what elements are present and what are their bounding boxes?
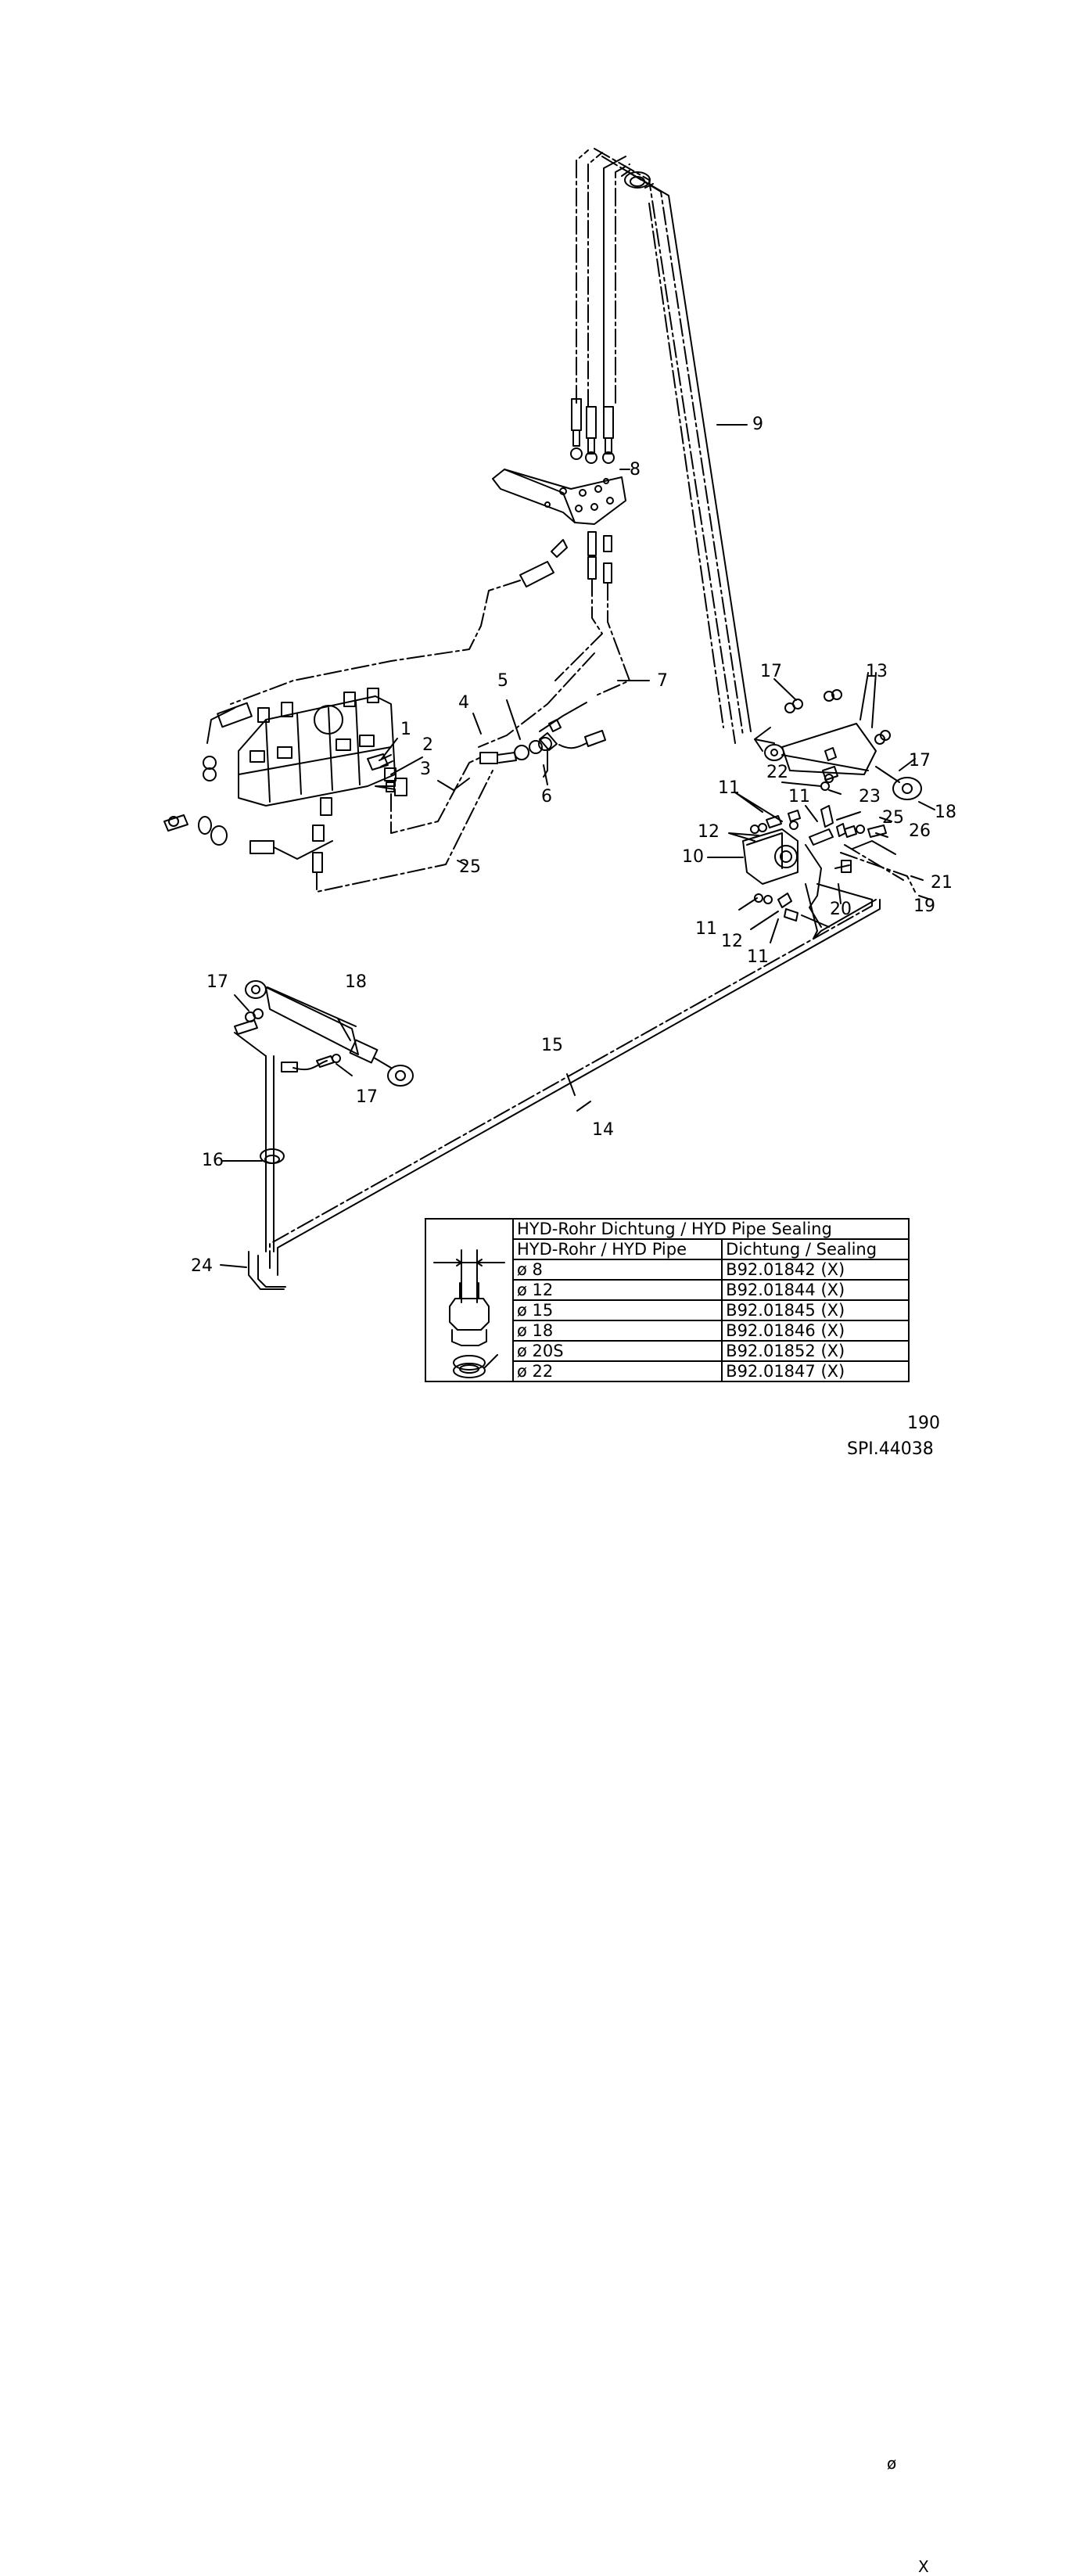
callout-11-d: 11 [747,947,769,967]
seal-cell: B92.01842 (X) [721,1259,910,1281]
callout-24: 24 [191,1256,213,1276]
pipe-cell: ø 22 [511,1360,723,1382]
hydraulic-exploded-diagram [163,148,935,1378]
lower-fittings [230,531,630,748]
sealing-table-title: HYD-Rohr Dichtung / HYD Pipe Sealing [512,1218,910,1240]
callout-5: 5 [497,671,508,691]
diameter-symbol: ø [887,2454,897,2473]
table-row: ø 20S B92.01852 (X) [425,1340,910,1362]
callout-15: 15 [541,1036,563,1055]
callout-17-b: 17 [909,751,931,771]
col-header-pipe: HYD-Rohr / HYD Pipe [511,1238,723,1260]
callout-18-a: 18 [935,803,956,822]
drawing-id: SPI.44038 [847,1439,934,1459]
callout-26: 26 [909,821,931,841]
valve-assembly-10 [742,747,916,940]
callout-11-c: 11 [695,919,717,939]
hose-bundle-top [576,148,752,744]
table-row: ø 15 B92.01845 (X) [425,1299,910,1321]
callout-1: 1 [400,720,411,739]
sealing-picture-cell: ø X [425,1218,929,2575]
callout-12-b: 12 [721,932,743,951]
seal-cell: B92.01846 (X) [721,1320,910,1342]
callout-12-a: 12 [698,822,720,842]
callout-16: 16 [202,1151,224,1170]
callout-8: 8 [630,460,641,480]
callout-3: 3 [420,760,431,779]
pipe-cell: ø 8 [511,1259,723,1281]
table-row: ø 18 B92.01846 (X) [425,1320,910,1342]
callout-11-a: 11 [718,778,740,798]
pipe-cell: ø 15 [511,1299,723,1321]
callout-22: 22 [766,763,788,782]
pipe-cell: ø 20S [511,1340,723,1362]
pipe-cell: ø 12 [511,1279,723,1301]
upper-cylinder [754,689,922,800]
control-valve-block [163,688,407,873]
callout-13: 13 [866,662,888,681]
upper-fittings [570,398,615,464]
callout-20: 20 [830,900,852,919]
sealing-table-title-row: ø X HYD-Rohr Dichtung / HYD Pipe Sealing [425,1218,929,2575]
callout-2: 2 [422,735,433,755]
callout-11-b: 11 [788,787,810,807]
callout-25-a: 25 [459,857,481,877]
seal-cell: B92.01844 (X) [721,1279,910,1301]
sealing-table: ø X HYD-Rohr Dichtung / HYD Pipe Sealing… [425,1218,929,2575]
seal-cell: B92.01852 (X) [721,1340,910,1362]
middle-fittings [316,702,606,893]
callout-21: 21 [931,873,953,893]
callout-10: 10 [682,847,704,867]
callout-7: 7 [657,671,668,691]
table-row: ø 8 B92.01842 (X) [425,1259,910,1281]
page-number: 190 [907,1414,940,1433]
sealing-table-header-row: HYD-Rohr / HYD Pipe Dichtung / Sealing [425,1238,910,1260]
long-pipes [248,899,881,1290]
callout-17-a: 17 [760,662,782,681]
table-row: ø 12 B92.01844 (X) [425,1279,910,1301]
mounting-bracket [492,469,626,525]
lower-cylinder [234,980,414,1087]
callout-18-b: 18 [345,972,367,992]
table-row: ø 22 B92.01847 (X) [425,1360,910,1382]
callout-17-d: 17 [356,1087,378,1107]
leader-lines [220,424,935,1268]
seal-cell: B92.01845 (X) [721,1299,910,1321]
seal-cell: B92.01847 (X) [721,1360,910,1382]
callout-17-c: 17 [206,972,228,992]
callout-4: 4 [458,693,469,713]
callout-25-b: 25 [882,808,904,828]
pipe-cell: ø 18 [511,1320,723,1342]
col-header-seal: Dichtung / Sealing [721,1238,910,1260]
callout-19: 19 [913,896,935,916]
seal-callout-x: X [918,2557,929,2576]
callout-14: 14 [592,1120,614,1140]
callout-9: 9 [752,415,763,434]
callout-6: 6 [541,787,552,807]
callout-23: 23 [859,787,881,807]
top-pipe-clamp [621,170,654,189]
